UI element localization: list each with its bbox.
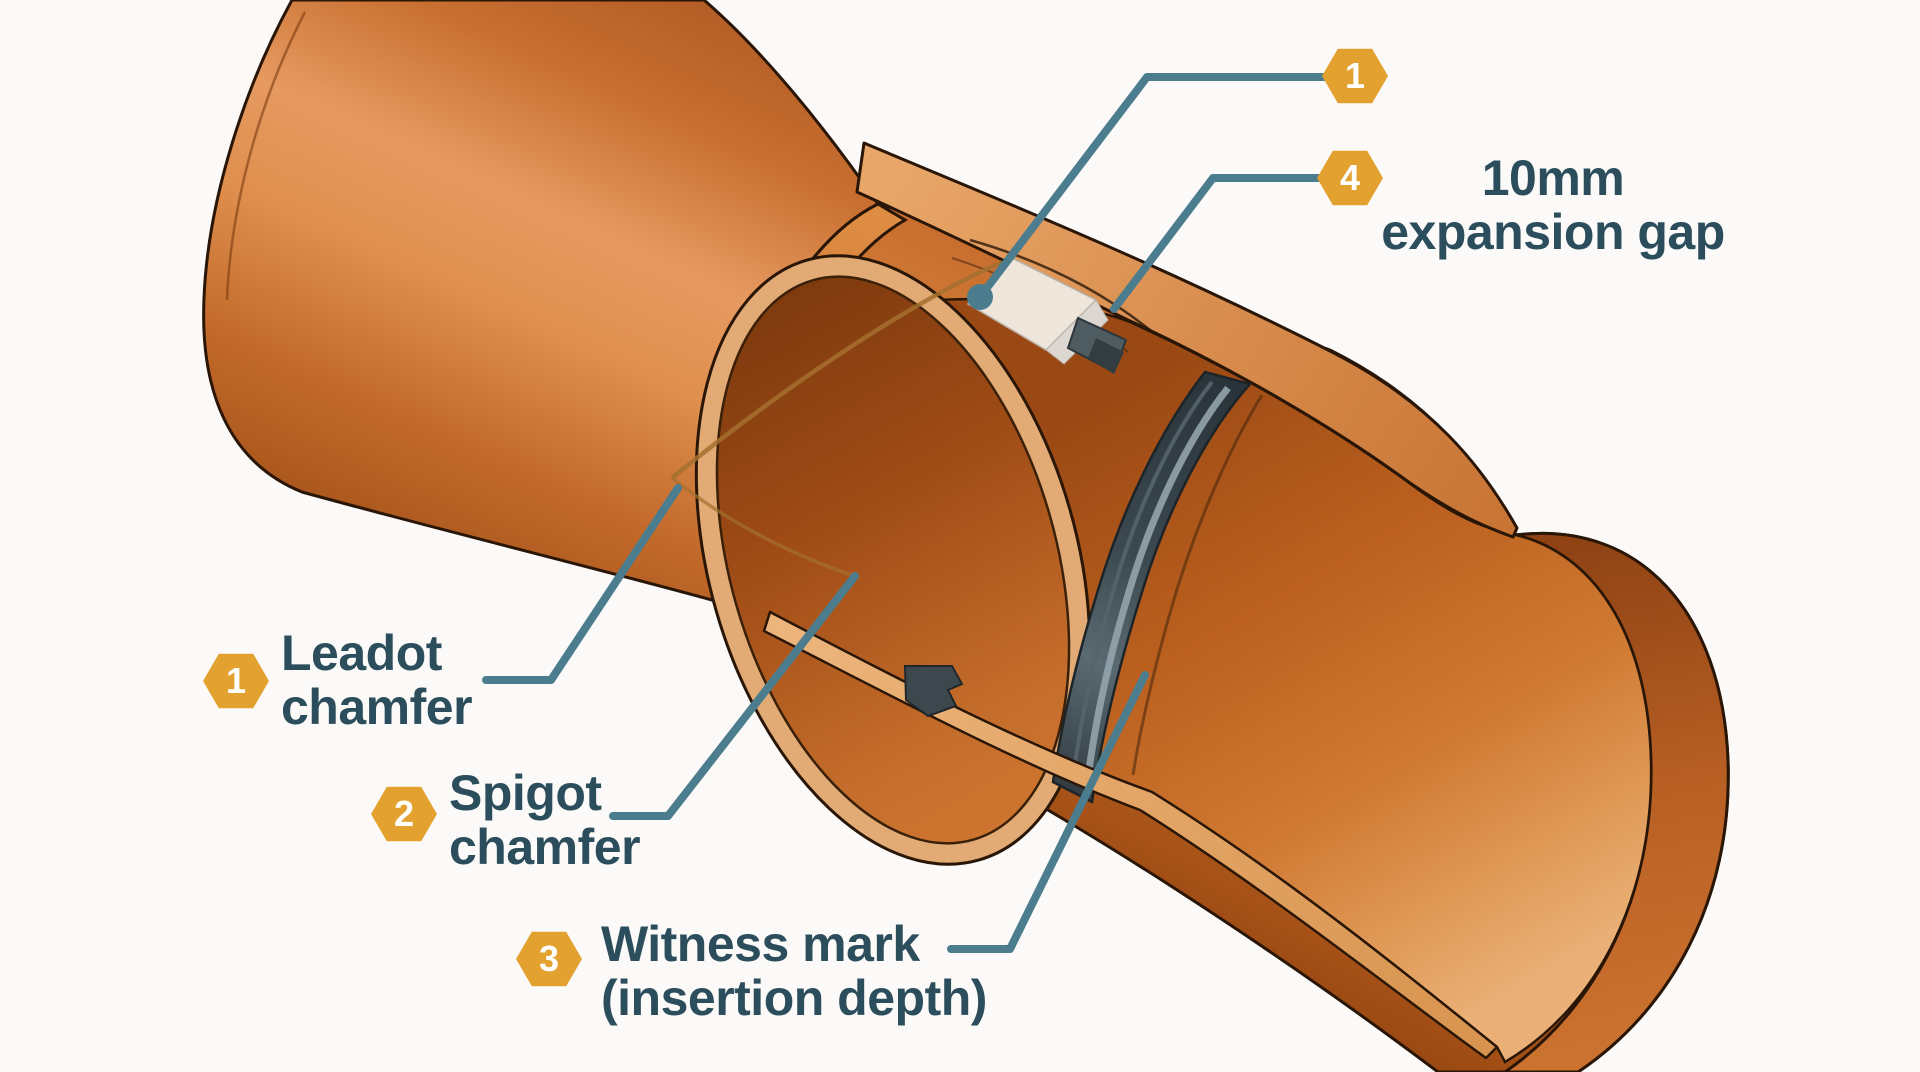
label-line: chamfer (449, 819, 641, 875)
label-line: expansion gap (1381, 204, 1725, 260)
badge-number: 4 (1339, 157, 1361, 198)
bore-interior (715, 275, 1071, 845)
label-line: Leadot (281, 625, 442, 681)
label-spigot-chamfer: Spigot chamfer (449, 765, 641, 875)
label-expansion-gap: 10mm expansion gap (1358, 151, 1748, 259)
callout-badge-witness: 3 (516, 931, 582, 987)
callout-badge-spigot: 2 (371, 786, 437, 842)
label-witness-mark: Witness mark (insertion depth) (601, 917, 987, 1025)
witness-mark-arc-upper (670, 259, 1003, 480)
callout-badge-leadot: 1 (203, 653, 269, 709)
badge-number: 2 (393, 793, 415, 834)
expansion-gap-slot (1088, 338, 1124, 374)
leader-line-leadin-joint (976, 73, 1334, 301)
badge-number: 1 (225, 660, 247, 701)
label-line: (insertion depth) (601, 970, 987, 1026)
leader-line-leadot (482, 484, 682, 684)
leader-line-spigot (609, 572, 859, 820)
callout-badge-expansion-gap: 4 (1317, 150, 1383, 206)
callout-badge-leadin-joint: 1 (1322, 48, 1388, 104)
seal-highlight-stripe (1084, 385, 1231, 779)
label-line: Witness mark (601, 916, 920, 972)
label-line: 10mm (1481, 150, 1625, 206)
seal-shadow-stripe (1072, 380, 1214, 773)
socket-cut-bottom-ledge (762, 610, 1499, 1060)
label-line: chamfer (281, 679, 473, 735)
label-line: Spigot (449, 765, 602, 821)
badge-number: 3 (538, 938, 560, 979)
seal-groove-edge-line (1131, 394, 1264, 776)
leader-dot-leadin (967, 284, 993, 310)
witness-mark-arc-lower (670, 476, 861, 580)
seal-cross-section-block (903, 665, 964, 718)
leader-line-witness (947, 671, 1149, 953)
spigot-end-wall-line (225, 11, 307, 301)
label-leadot-chamfer: Leadot chamfer (281, 625, 473, 735)
badge-number: 1 (1344, 55, 1366, 96)
socket-bell-edge-line (969, 238, 1151, 331)
leader-line-expansion-gap (1110, 174, 1328, 313)
